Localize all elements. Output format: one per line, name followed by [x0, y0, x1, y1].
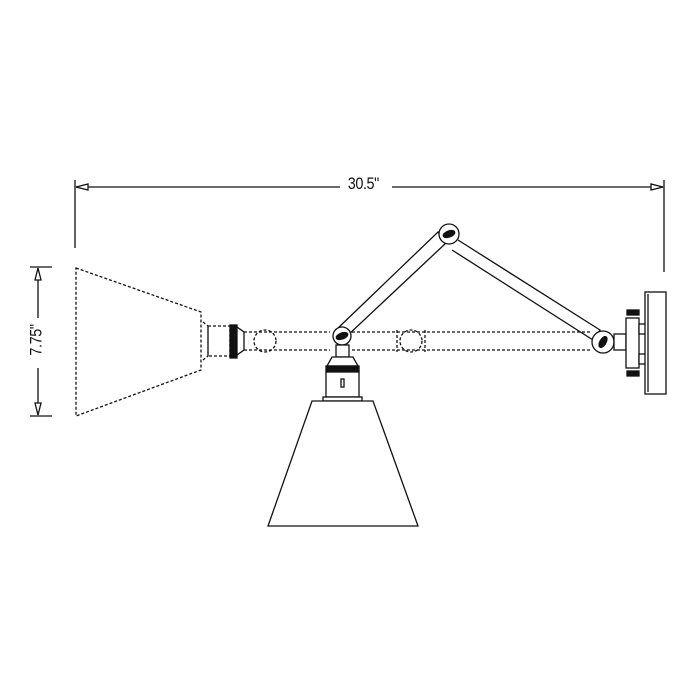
height-dimension-label: 7.75" — [26, 321, 47, 359]
extended-arm-dashed — [202, 321, 590, 361]
articulated-arm-joint — [332, 223, 615, 354]
width-dimension-line — [74, 180, 665, 272]
cone-shade-down — [267, 400, 419, 527]
articulated-arm-upper — [335, 231, 601, 341]
lamp-socket — [322, 344, 363, 402]
socket-band-dashed — [229, 324, 238, 359]
width-dimension-label: 30.5" — [344, 174, 383, 194]
height-dimension-line — [30, 266, 52, 417]
cone-shade-extended-dashed — [75, 267, 202, 417]
wall-mount-backplate — [613, 291, 667, 395]
